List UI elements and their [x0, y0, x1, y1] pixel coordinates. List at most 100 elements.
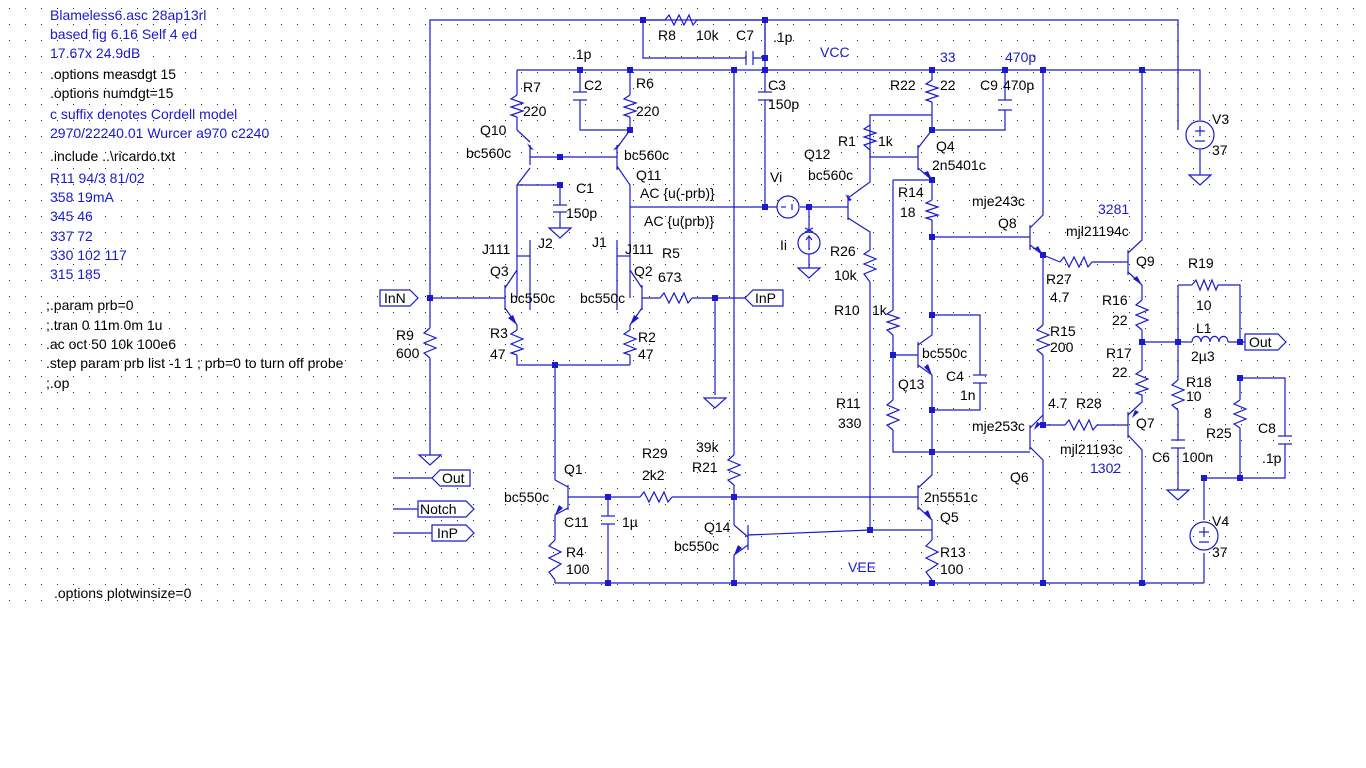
- r8-value: 10k: [696, 27, 720, 43]
- net-vee: VEE: [848, 559, 876, 575]
- q9-value: mjl21194c: [1066, 223, 1129, 239]
- r2-value: 47: [638, 346, 654, 362]
- r13-symbol: [924, 539, 940, 581]
- net-vcc: VCC: [820, 44, 850, 60]
- r8-name: R8: [658, 27, 676, 43]
- c6-symbol: [1171, 439, 1185, 449]
- directive-line: .ac oct 50 10k 100e6: [46, 336, 176, 352]
- c6-name: C6: [1152, 449, 1170, 465]
- r21-name: R21: [692, 459, 718, 475]
- port-notch-label: Notch: [420, 501, 457, 517]
- r18-name: R18: [1186, 374, 1212, 390]
- r14-name: R14: [898, 184, 924, 200]
- net-470p: 470p: [1005, 49, 1036, 65]
- q13-name: Q13: [898, 376, 925, 392]
- table-line: R11 94/3 81/02: [50, 170, 145, 186]
- table-line: 330 102 117: [50, 247, 127, 263]
- c9-symbol: [998, 99, 1012, 111]
- r29-symbol: [639, 490, 673, 504]
- r9-name: R9: [396, 327, 414, 343]
- l1-value: 2µ3: [1191, 348, 1215, 364]
- r2-symbol: [622, 329, 638, 356]
- grid-dots: [9, 8, 1354, 601]
- r1-value: 1k: [878, 133, 894, 149]
- v4-value: 37: [1212, 544, 1228, 560]
- port-inp-left-label: InP: [437, 525, 458, 541]
- c4-value: 1n: [960, 387, 976, 403]
- port-notch[interactable]: [417, 500, 475, 518]
- comment-line: 2970/22240.01 Wurcer a970 c2240: [50, 125, 269, 141]
- comment-line: c suffix denotes Cordell model: [50, 106, 237, 122]
- j1-name: J1: [592, 234, 607, 250]
- v3-value: 37: [1212, 142, 1228, 158]
- r13-name: R13: [940, 544, 966, 560]
- c2-value: .1p: [572, 46, 592, 62]
- r21-value: 39k: [696, 439, 720, 455]
- q2-value: bc550c: [580, 290, 625, 306]
- q5-name: Q5: [940, 509, 959, 525]
- c9-name: C9: [980, 77, 998, 93]
- j1-value: J111: [625, 241, 653, 257]
- net-1302: 1302: [1090, 460, 1121, 476]
- r15-symbol: [1035, 324, 1051, 356]
- directive-line: ;.param prb=0: [46, 297, 134, 313]
- r25-name: R25: [1206, 425, 1232, 441]
- r10-value: 1k: [872, 302, 888, 318]
- c3-name: C3: [768, 77, 786, 93]
- r10-name: R10: [834, 302, 860, 318]
- q4-name: Q4: [936, 138, 955, 154]
- r6-symbol: [622, 94, 638, 118]
- r8-symbol: [664, 13, 698, 27]
- port-out-left[interactable]: [431, 469, 471, 487]
- c11-value: 1µ: [622, 514, 638, 530]
- r5-name: R5: [662, 245, 680, 261]
- q12-value: bc560c: [808, 167, 853, 183]
- comment-line: 17.67x 24.9dB: [50, 45, 140, 61]
- table-line: 358 19mA: [50, 189, 114, 205]
- q4-value: 2n5401c: [932, 157, 986, 173]
- l1-name: L1: [1196, 320, 1212, 336]
- r10-symbol: [885, 309, 901, 336]
- directive-line: .step param prb list -1 1 ; prb=0 to tur…: [46, 355, 344, 371]
- q2-name: Q2: [634, 263, 653, 279]
- c1-name: C1: [576, 180, 594, 196]
- r26-symbol: [862, 249, 878, 283]
- r16-symbol: [1134, 299, 1150, 331]
- c3-symbol: [758, 91, 772, 101]
- c1-symbol: [553, 204, 567, 213]
- r28-name: R28: [1076, 395, 1102, 411]
- c7-name: C7: [736, 27, 754, 43]
- r13-value: 100: [940, 561, 964, 577]
- table-line: 315 185: [50, 266, 101, 282]
- port-inp-left[interactable]: [431, 524, 475, 542]
- j2-value: J111: [482, 241, 510, 257]
- wires: [429, 19, 1286, 584]
- comment-line: based fig 6.16 Self 4 ed: [50, 26, 197, 42]
- port-inp-right[interactable]: [744, 289, 784, 307]
- r26-value: 10k: [834, 267, 858, 283]
- port-flags: [379, 289, 1287, 542]
- r6-name: R6: [636, 75, 654, 91]
- q14-value: bc550c: [674, 538, 719, 554]
- port-out-right[interactable]: [1244, 333, 1287, 351]
- port-out-left-label: Out: [442, 470, 465, 486]
- r22-name: R22: [890, 77, 916, 93]
- directive-line: ;.op: [46, 375, 70, 391]
- c2-symbol: [573, 91, 587, 101]
- port-inn[interactable]: [379, 289, 419, 307]
- port-out-right-label: Out: [1249, 334, 1272, 350]
- ground-symbol: [796, 267, 822, 279]
- r17-value: 22: [1112, 364, 1128, 380]
- q11-name: Q11: [636, 167, 662, 183]
- r18-symbol: [1170, 379, 1186, 411]
- v3-name: V3: [1212, 111, 1229, 127]
- c8-name: C8: [1258, 420, 1276, 436]
- ii-source: [797, 227, 821, 268]
- transistor-arrows: [508, 143, 1142, 555]
- q1-value: bc550c: [504, 489, 549, 505]
- r9-symbol: [422, 327, 438, 359]
- directive-line: .options measdgt 15: [50, 66, 176, 82]
- r5-symbol: [659, 291, 693, 305]
- r3-name: R3: [490, 325, 508, 341]
